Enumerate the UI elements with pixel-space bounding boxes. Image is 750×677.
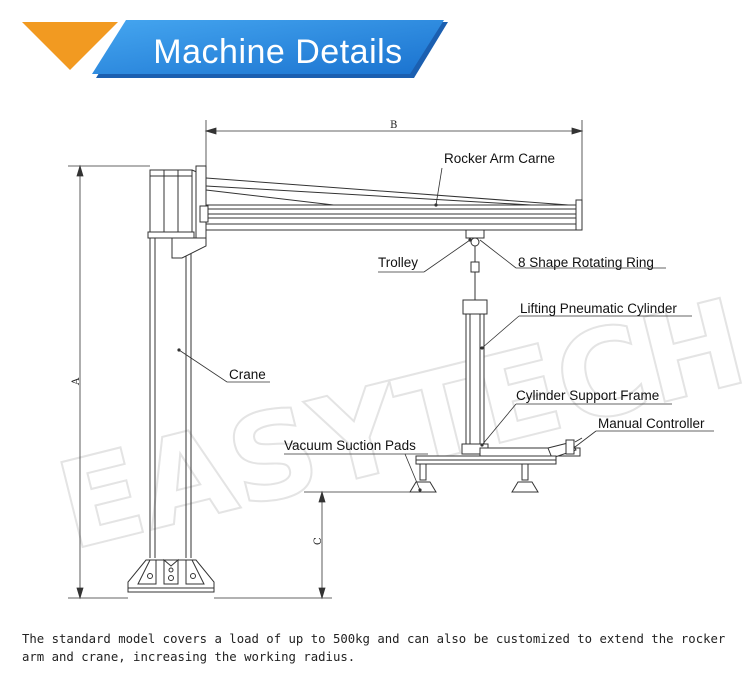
label-rocker-arm: Rocker Arm Carne (444, 151, 555, 166)
crane-column (147, 169, 207, 558)
description-caption: The standard model covers a load of up t… (22, 632, 726, 664)
jib-crane-diagram: EASYTECH (44, 120, 750, 600)
label-trolley: Trolley (378, 255, 418, 270)
dimension-label-a: A (71, 377, 82, 386)
label-lifting-cylinder: Lifting Pneumatic Cylinder (520, 301, 677, 316)
crane-base (127, 558, 215, 593)
label-cylinder-frame: Cylinder Support Frame (516, 388, 659, 403)
orange-triangle (22, 22, 118, 70)
page-title: Machine Details (153, 32, 403, 71)
label-manual-controller: Manual Controller (598, 416, 705, 431)
title-ribbon (92, 20, 444, 74)
dimension-b (204, 120, 584, 200)
label-rotating-ring: 8 Shape Rotating Ring (518, 255, 654, 270)
vacuum-pads (409, 463, 539, 493)
dimension-c (214, 490, 410, 600)
lifting-cylinder (461, 299, 489, 455)
support-frame (415, 437, 583, 465)
arrow-dots (177, 203, 484, 492)
label-crane: Crane (229, 367, 266, 382)
dimension-label-b: B (390, 120, 397, 131)
label-vacuum-pads: Vacuum Suction Pads (284, 438, 416, 453)
trolley-assembly (465, 229, 485, 300)
dimension-a (68, 164, 150, 600)
rocker-arm (195, 165, 583, 239)
dimension-label-c: C (313, 537, 324, 545)
header-banner (22, 20, 448, 78)
leader-lines (178, 167, 714, 491)
